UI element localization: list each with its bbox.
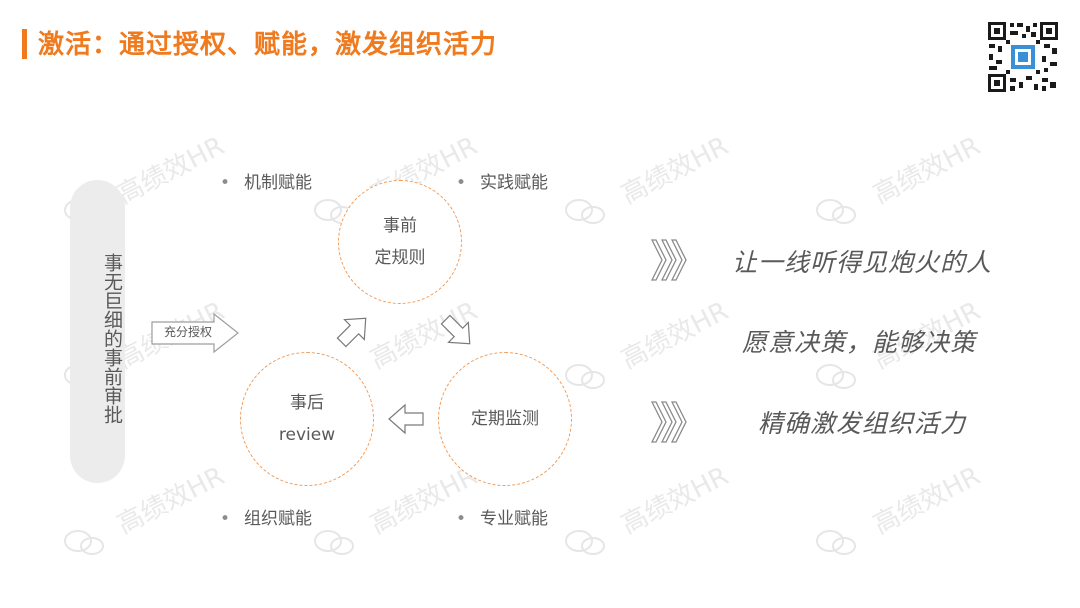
cycle-node-text: 定期监测 [471, 409, 539, 429]
watermark-text: 高绩效HR [112, 131, 230, 211]
left-process-text: 事无巨细的事前审批 [101, 252, 123, 424]
watermark-text: 高绩效HR [616, 461, 734, 541]
watermark-text: 高绩效HR [868, 131, 986, 211]
bullet-mechanism: • 机制赋能 [220, 168, 312, 193]
triple-chevron-icon [650, 239, 687, 281]
bullet-label: 机制赋能 [244, 173, 313, 193]
left-process-pill [70, 180, 125, 483]
bullet-dot: • [220, 509, 231, 529]
wechat-icon [816, 199, 856, 224]
bullet-label: 专业赋能 [480, 509, 549, 529]
hollow-arrow-icon [440, 314, 471, 345]
watermark-text: 高绩效HR [616, 296, 734, 376]
wechat-icon [314, 530, 354, 555]
cycle-node-review: 事后 review [240, 352, 374, 486]
authorize-label: 充分授权 [164, 325, 213, 339]
cycle-node-text: review [278, 425, 336, 445]
hollow-arrow-icon [336, 317, 367, 348]
cycle-node-pre-rules: 事前 定规则 [338, 180, 462, 304]
slide-title: 激活：通过授权、赋能，激发组织活力 [38, 30, 498, 60]
watermark-text: 高绩效HR [616, 131, 734, 211]
wechat-icon [565, 364, 605, 389]
wechat-icon [816, 364, 856, 389]
wechat-icon [816, 530, 856, 555]
wechat-icon [64, 530, 104, 555]
result-line-1: 让一线听得见炮火的人 [732, 248, 993, 277]
bullet-dot: • [456, 173, 467, 193]
qr-code-icon [986, 20, 1060, 94]
watermark-text: 高绩效HR [868, 461, 986, 541]
cycle-node-monitor: 定期监测 [438, 352, 572, 486]
watermark-text: 高绩效HR [112, 461, 230, 541]
bullet-label: 实践赋能 [480, 173, 549, 193]
title-accent-bar [22, 29, 27, 59]
bullet-professional: • 专业赋能 [456, 504, 548, 529]
wechat-icon [565, 199, 605, 224]
bullet-practice: • 实践赋能 [456, 168, 548, 193]
triple-chevron-icon [650, 401, 687, 443]
cycle-node-text: 事后 [290, 393, 324, 413]
cycle-node-text: 事前 [383, 216, 417, 236]
result-line-2: 愿意决策，能够决策 [742, 328, 977, 357]
cycle-node-text: 定规则 [374, 248, 426, 268]
bullet-organization: • 组织赋能 [220, 504, 312, 529]
authorize-arrow-icon [151, 312, 239, 354]
bullet-dot: • [456, 509, 467, 529]
hollow-arrow-icon [388, 403, 424, 435]
bullet-dot: • [220, 173, 231, 193]
result-line-3: 精确激发组织活力 [758, 409, 967, 438]
wechat-icon [565, 530, 605, 555]
bullet-label: 组织赋能 [244, 509, 313, 529]
